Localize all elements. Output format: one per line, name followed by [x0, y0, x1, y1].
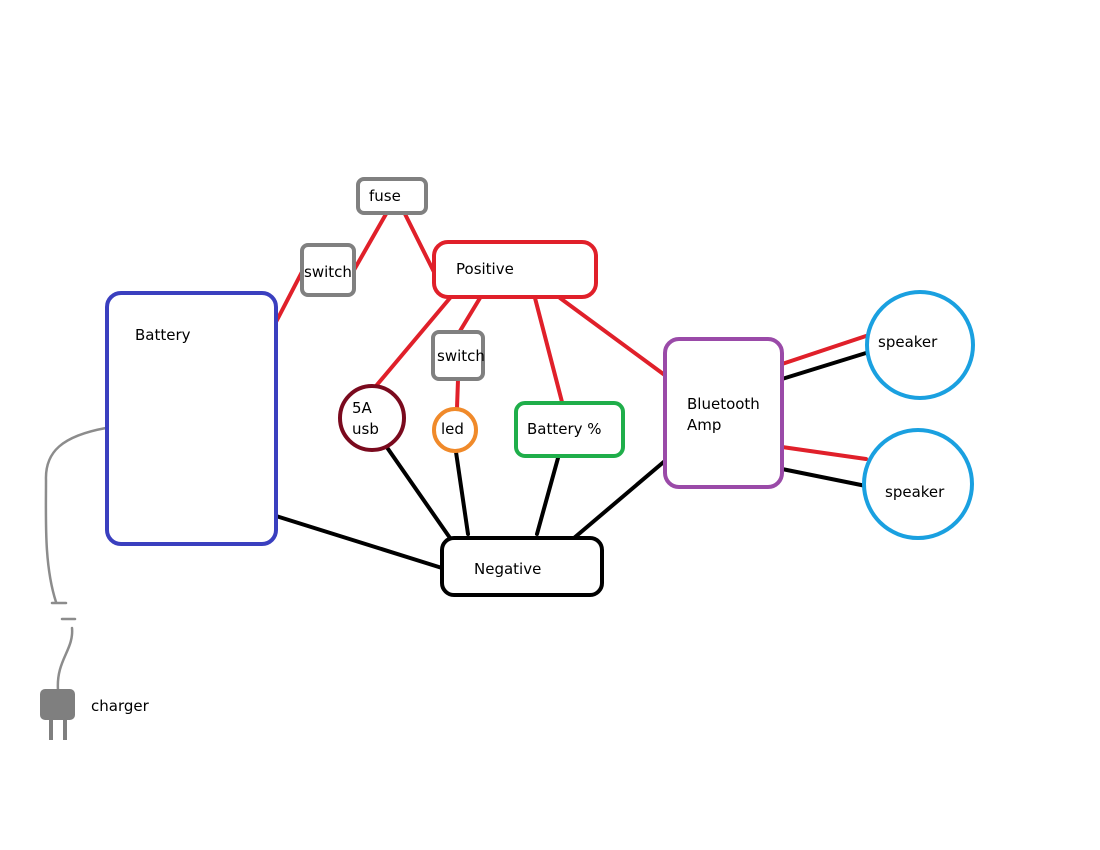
battery-label: Battery	[135, 326, 191, 344]
switch-main-box[interactable]	[300, 243, 356, 297]
speaker-top-circle[interactable]	[865, 290, 975, 400]
wire-amp-speaker-bottom-pos	[780, 445, 868, 461]
wire-positive-amp	[558, 296, 668, 378]
charger-cable-lower	[56, 626, 74, 692]
charger-cable	[44, 426, 108, 692]
wire-amp-speaker-top-neg	[780, 351, 868, 381]
plug-body	[40, 689, 75, 720]
switch-main-label: switch	[304, 263, 352, 281]
wire-positive-battery-percent	[533, 296, 564, 404]
battery-percent-box[interactable]	[514, 401, 625, 458]
charger-label: charger	[91, 697, 149, 715]
usb-circle[interactable]	[338, 384, 406, 452]
positive-wires	[274, 212, 868, 461]
plug-prong-left	[49, 720, 53, 740]
wire-fuse-positive	[403, 212, 438, 278]
wire-led-negative	[454, 450, 470, 536]
wire-amp-negative	[572, 458, 668, 540]
wire-switch-fuse	[352, 212, 388, 272]
negative-bus-box[interactable]	[440, 536, 604, 597]
speaker-bottom-label: speaker	[885, 483, 945, 501]
charger-cable-upper	[44, 426, 108, 604]
speaker-top-label: speaker	[878, 333, 938, 351]
switch-led-label: switch	[437, 347, 485, 365]
switch-led-box[interactable]	[431, 330, 485, 381]
battery-percent-label: Battery %	[527, 420, 602, 438]
wire-amp-speaker-bottom-neg	[780, 467, 868, 488]
fuse-box[interactable]	[356, 177, 428, 215]
wire-amp-speaker-top-pos	[780, 334, 868, 366]
wire-switch-led	[455, 378, 460, 410]
plug-icon[interactable]	[40, 689, 75, 740]
plug-prong-right	[63, 720, 67, 740]
components	[105, 177, 975, 597]
positive-bus-box[interactable]	[432, 240, 598, 299]
amp-label: Bluetooth Amp	[687, 395, 760, 434]
amp-box[interactable]	[663, 337, 784, 489]
wire-battery-switch	[274, 266, 306, 324]
battery-box[interactable]	[105, 291, 278, 546]
led-label: led	[441, 420, 464, 438]
speaker-bottom-circle[interactable]	[862, 428, 974, 540]
fuse-label: fuse	[369, 187, 401, 205]
wire-battery-negative	[274, 514, 444, 570]
wire-usb-negative	[384, 444, 452, 540]
negative-label: Negative	[474, 560, 542, 578]
wire-positive-switch-led	[458, 296, 482, 333]
wire-positive-usb	[374, 296, 452, 388]
led-circle[interactable]	[432, 407, 478, 453]
negative-wires	[274, 351, 868, 570]
positive-label: Positive	[456, 260, 514, 278]
usb-label: 5A usb	[352, 399, 379, 438]
wire-battery-percent-negative	[535, 456, 560, 536]
